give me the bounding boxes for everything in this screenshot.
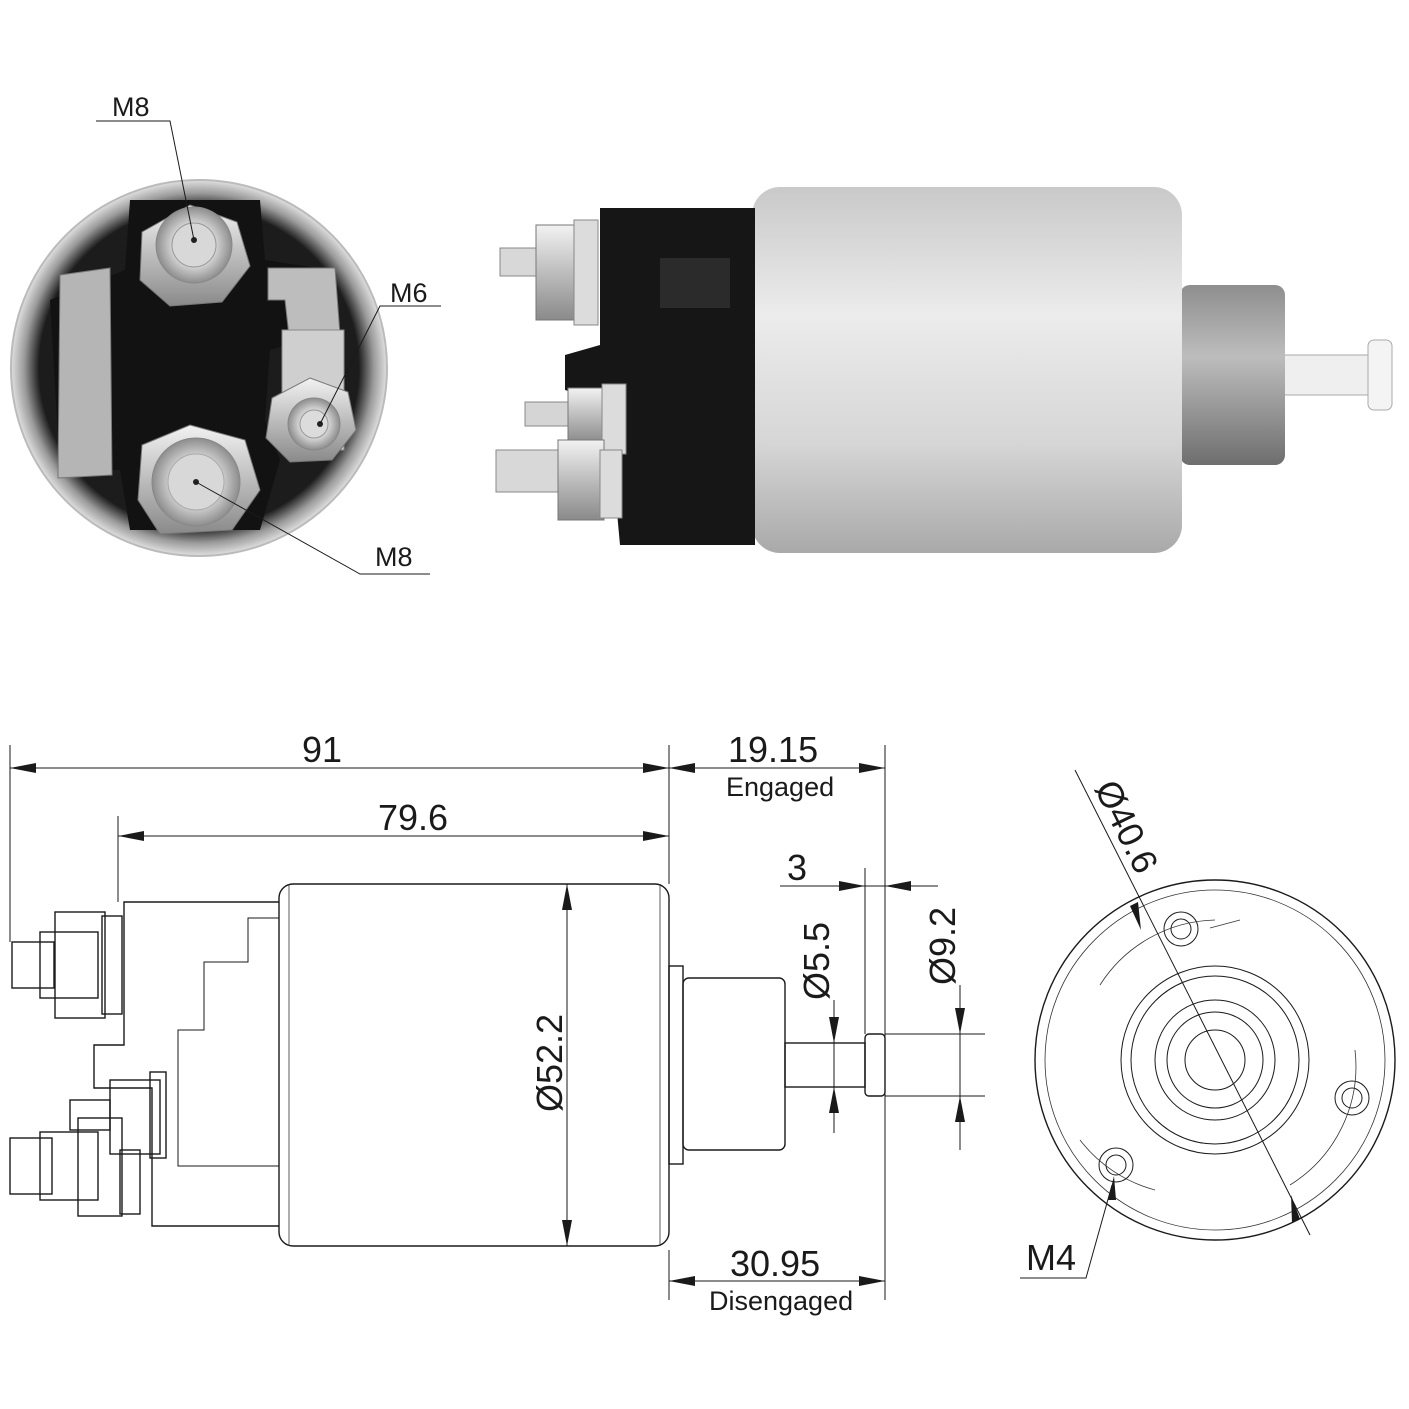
label-m6: M6 [390, 278, 428, 308]
dim-engaged-value: 19.15 [728, 729, 818, 770]
dim-engaged-label: Engaged [726, 772, 834, 802]
dim-overall-length: 91 [302, 729, 342, 770]
side-view-outline [9, 883, 886, 1247]
dim-body-diameter: Ø52.2 [529, 1014, 570, 1112]
dim-body-length: 79.6 [378, 797, 448, 838]
front-view-dims [1020, 769, 1311, 1279]
dim-disengaged-label: Disengaged [709, 1286, 853, 1316]
front-view-outline [1034, 879, 1396, 1241]
photo-leaders [96, 120, 441, 575]
dim-shaft-diameter: Ø5.5 [796, 922, 837, 1000]
side-view-photo [495, 187, 1393, 553]
end-view-photo [10, 179, 388, 557]
dim-plunger-tip: 3 [787, 847, 807, 888]
label-bottom-m8: M8 [375, 542, 413, 572]
dim-mount-thread: M4 [1026, 1237, 1076, 1278]
label-top-m8: M8 [112, 92, 150, 122]
dim-tip-diameter: Ø9.2 [922, 907, 963, 985]
dim-bolt-circle: Ø40.6 [1087, 774, 1167, 880]
dim-disengaged-value: 30.95 [730, 1243, 820, 1284]
dimension-lines [9, 745, 985, 1300]
